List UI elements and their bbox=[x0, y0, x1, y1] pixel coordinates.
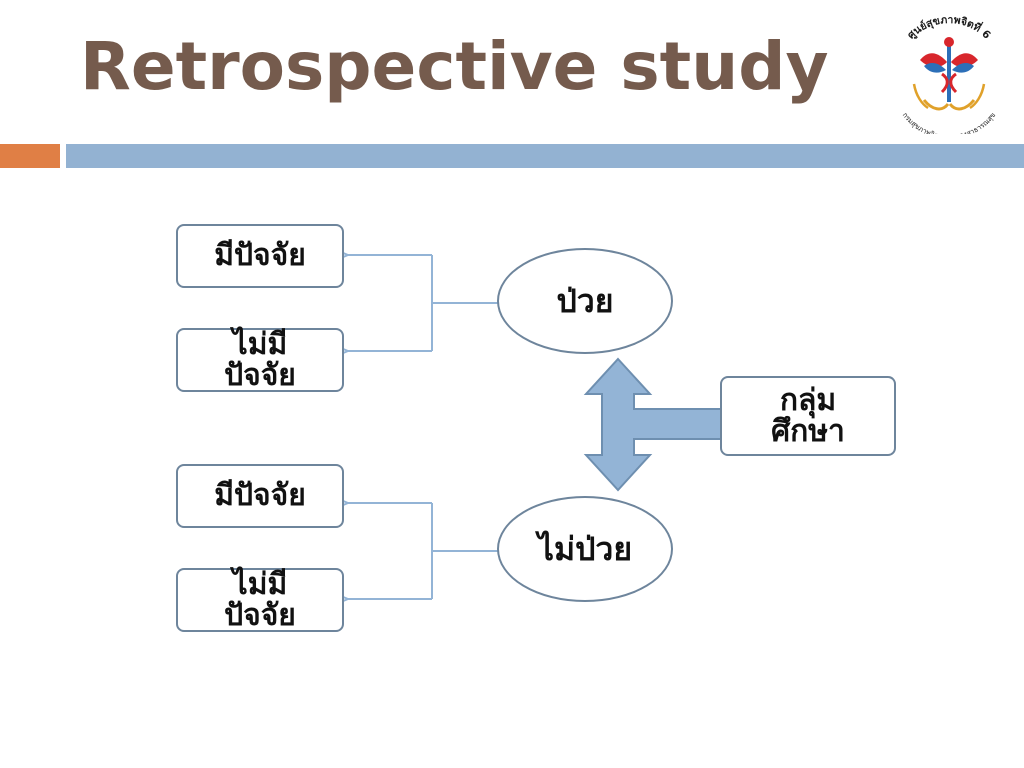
not-sick-label: ไม่ป่วย bbox=[537, 529, 633, 568]
lower-bracket-connector bbox=[348, 503, 498, 599]
upper-no-factor-box: ไม่มีปัจจัย bbox=[176, 328, 344, 392]
not-sick-oval: ไม่ป่วย bbox=[497, 496, 673, 602]
double-arrow-shape bbox=[583, 357, 723, 492]
study-group-label: กลุ่มศึกษา bbox=[771, 382, 845, 449]
sick-oval: ป่วย bbox=[497, 248, 673, 354]
lower-has-factor-box: มีปัจจัย bbox=[176, 464, 344, 528]
caduceus-emblem-icon bbox=[912, 37, 986, 111]
slide-title: Retrospective study bbox=[80, 28, 829, 105]
department-of-mental-health-logo: ศูนย์สุขภาพจิตที่ 6 กรมสุขภาพจิต กระทรวง… bbox=[884, 4, 1014, 141]
title-divider-bar bbox=[66, 144, 1024, 168]
study-group-box: กลุ่มศึกษา bbox=[720, 376, 896, 456]
upper-bracket-connector bbox=[348, 255, 498, 351]
lower-no-factor-box: ไม่มีปัจจัย bbox=[176, 568, 344, 632]
upper-has-factor-box: มีปัจจัย bbox=[176, 224, 344, 288]
lower-no-factor-label: ไม่มีปัจจัย bbox=[224, 566, 296, 633]
title-accent-bar bbox=[0, 144, 60, 168]
upper-no-factor-label: ไม่มีปัจจัย bbox=[224, 326, 296, 393]
